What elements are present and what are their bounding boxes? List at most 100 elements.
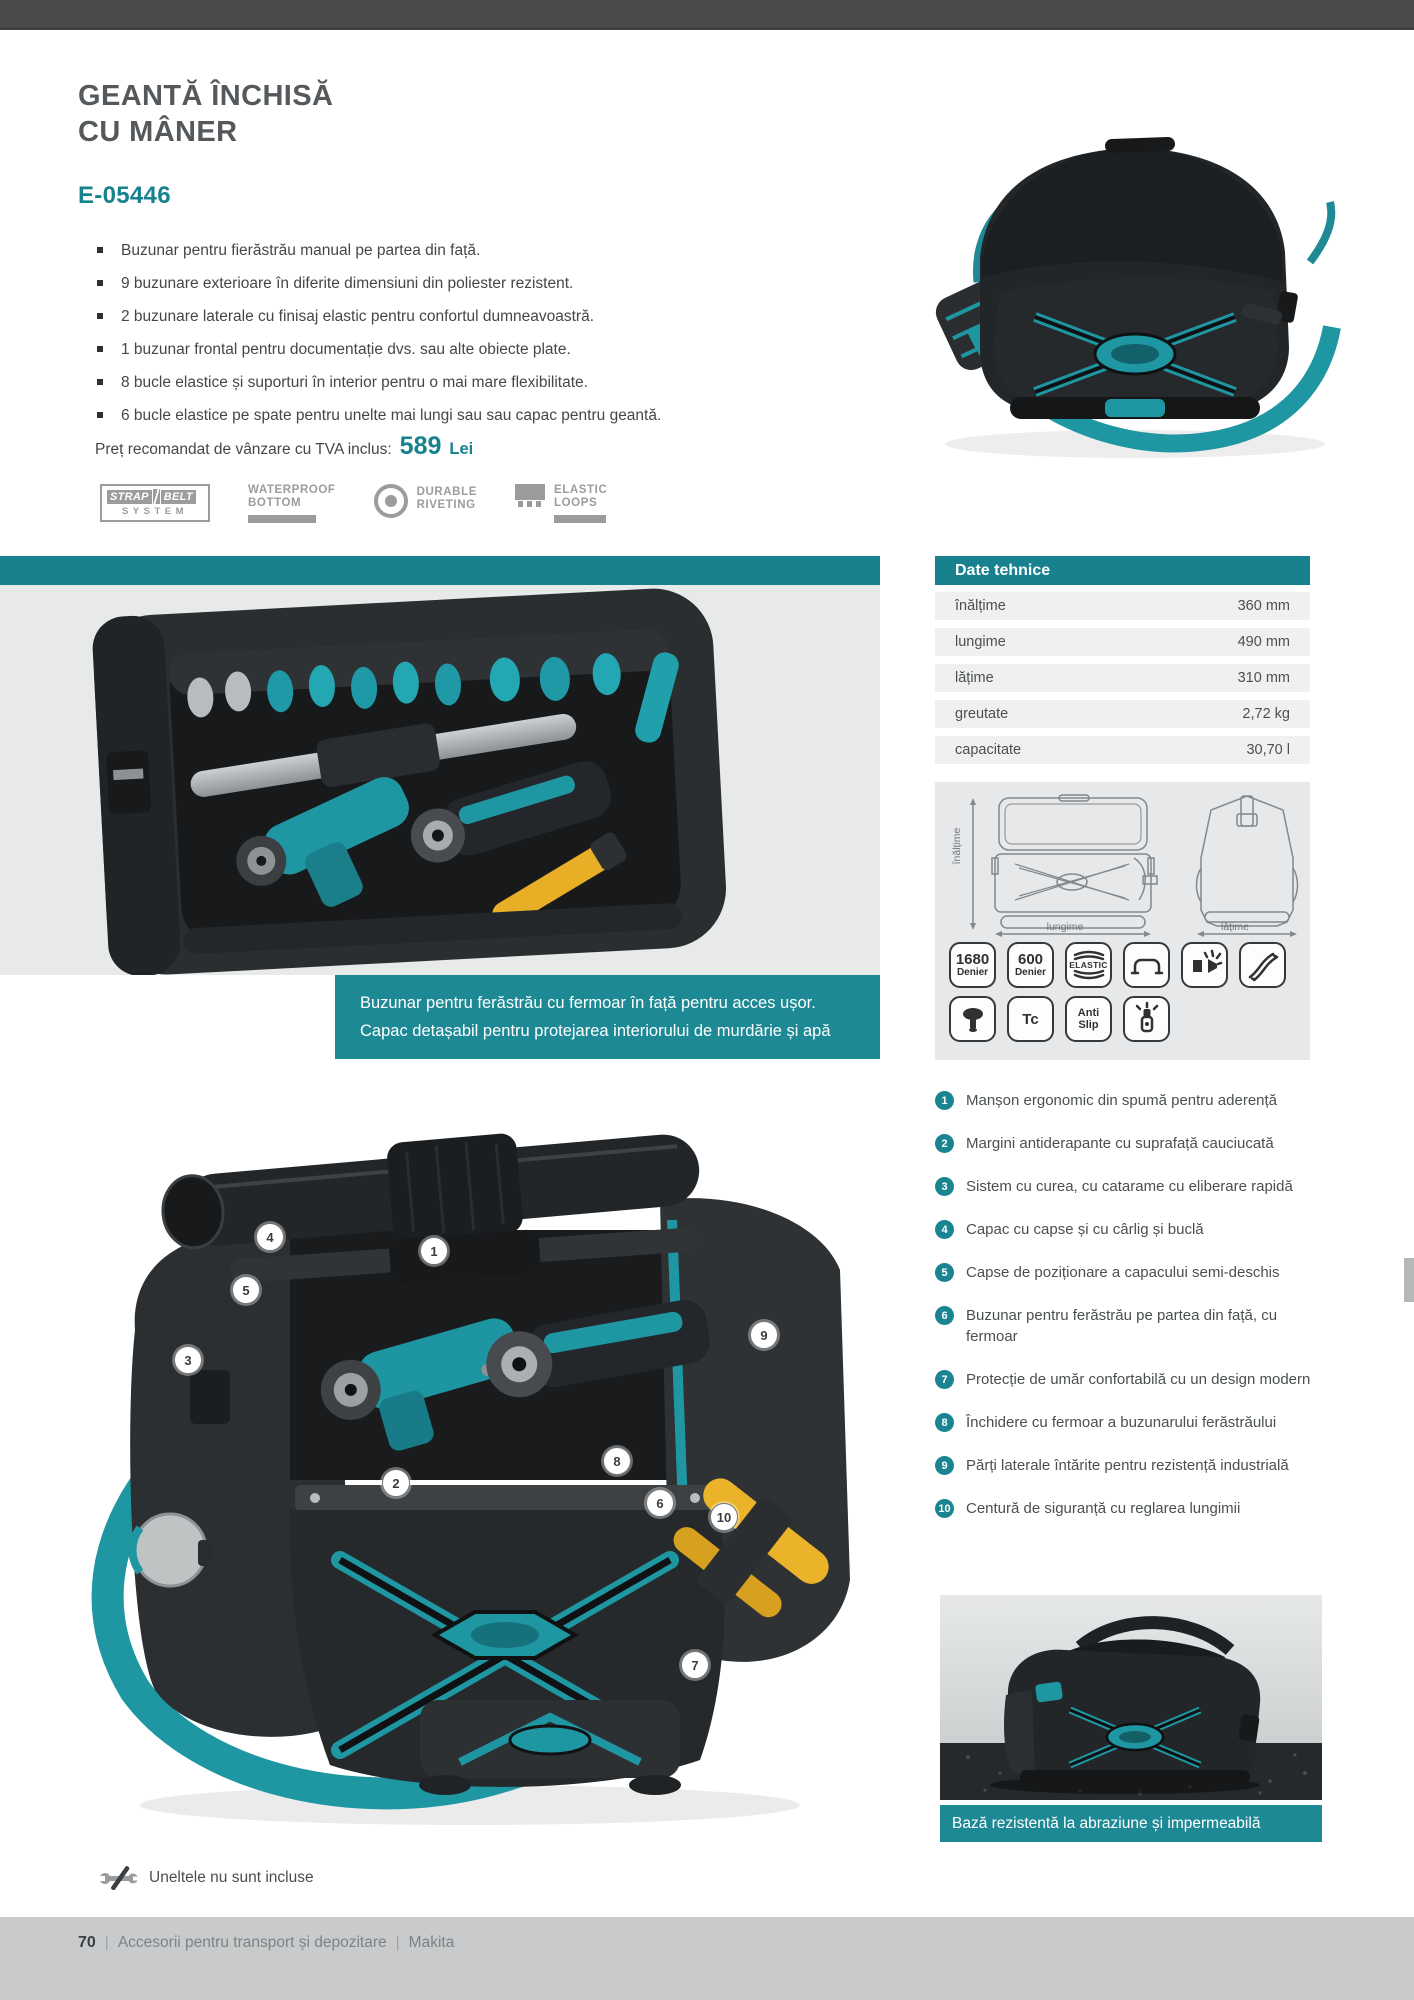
strap-icon bbox=[1248, 952, 1278, 982]
callout-2: 2 bbox=[382, 1469, 410, 1497]
feature-text: Buzunar pentru ferăstrău pe partea din f… bbox=[966, 1307, 1278, 1345]
crossed-wrench-icon bbox=[100, 1866, 139, 1890]
spec-badge-subtext: Denier bbox=[1014, 967, 1047, 978]
callout-6: 6 bbox=[646, 1489, 674, 1517]
feature-text: Sistem cu curea, cu catarame cu eliberar… bbox=[966, 1178, 1293, 1195]
elastic-label: ELASTIC bbox=[553, 484, 608, 496]
callout-9: 9 bbox=[750, 1321, 778, 1349]
page-title-line2: CU MÂNER bbox=[78, 116, 238, 148]
bullet-square-icon bbox=[97, 247, 103, 253]
tech-row: lățime 310 mm bbox=[935, 664, 1310, 692]
feature-item: 4 Capac cu capse și cu cârlig și buclă bbox=[935, 1219, 1335, 1240]
tech-row-value: 310 mm bbox=[1237, 670, 1290, 686]
callout-3: 3 bbox=[174, 1346, 202, 1374]
spec-badge-stud bbox=[949, 996, 996, 1042]
tech-row-label: lățime bbox=[955, 670, 994, 686]
bullet-list: Buzunar pentru fierăstrău manual pe part… bbox=[95, 240, 775, 438]
elastic-loops-icon bbox=[514, 484, 545, 507]
teal-band bbox=[0, 556, 880, 585]
feature-text: Protecție de umăr confortabilă cu un des… bbox=[966, 1371, 1311, 1388]
callout-10: 10 bbox=[710, 1503, 738, 1531]
feature-number-badge: 8 bbox=[935, 1413, 954, 1432]
bullet-item: Buzunar pentru fierăstrău manual pe part… bbox=[95, 240, 775, 261]
waterproof-label: WATERPROOF bbox=[248, 484, 336, 496]
elastic-wave-icon bbox=[1073, 950, 1104, 980]
tech-row-label: greutate bbox=[955, 706, 1009, 722]
bullet-square-icon bbox=[97, 346, 103, 352]
feature-item: 7 Protecție de umăr confortabilă cu un de… bbox=[935, 1369, 1335, 1390]
elastic-bar-icon bbox=[553, 515, 606, 523]
bullet-item: 1 buzunar frontal pentru documentație dv… bbox=[95, 339, 775, 360]
feature-number-badge: 4 bbox=[935, 1220, 954, 1239]
callout-7: 7 bbox=[681, 1651, 709, 1679]
footer-separator-1: | bbox=[104, 1934, 109, 1951]
waterproof-bottom-badge: WATERPROOF BOTTOM bbox=[248, 484, 336, 523]
spec-badge-text: ELASTIC bbox=[1069, 959, 1108, 970]
tech-row-value: 30,70 l bbox=[1246, 742, 1290, 758]
handle-icon bbox=[1130, 958, 1163, 975]
top-bar bbox=[0, 0, 1414, 30]
tools-note-text: Uneltele nu sunt incluse bbox=[149, 1869, 314, 1886]
spec-badge-handle bbox=[1123, 942, 1170, 988]
callout-5: 5 bbox=[232, 1276, 260, 1304]
tech-row: greutate 2,72 kg bbox=[935, 700, 1310, 728]
footer-page-number: 70 bbox=[78, 1934, 96, 1951]
page-edge-tab bbox=[1404, 1258, 1414, 1302]
diagram-height-label: înălțime bbox=[951, 827, 963, 865]
page-title-line1: GEANTĂ ÎNCHISĂ bbox=[78, 80, 334, 112]
tech-table-title: Date tehnice bbox=[935, 556, 1310, 585]
footer-section: Accesorii pentru transport și depozitare bbox=[117, 1934, 387, 1951]
tech-row-value: 2,72 kg bbox=[1242, 706, 1290, 722]
bottom-photo: Bază rezistentă la abraziune și impermea… bbox=[940, 1595, 1322, 1842]
tech-row-value: 490 mm bbox=[1237, 634, 1290, 650]
feature-text: Capac cu capse și cu cârlig și buclă bbox=[966, 1221, 1204, 1238]
strap-label: STRAP bbox=[107, 489, 152, 504]
spec-badge-text: Anti bbox=[1077, 1006, 1100, 1019]
price-value: 589 bbox=[399, 432, 442, 460]
interior-illustration bbox=[92, 588, 726, 975]
diagram-length-label: lungime bbox=[1046, 921, 1084, 933]
bullet-item: 2 buzunare laterale cu finisaj elastic p… bbox=[95, 306, 775, 327]
feature-number-badge: 7 bbox=[935, 1370, 954, 1389]
durable-label: DURABLE bbox=[416, 486, 477, 498]
spec-badge-elastic-wave: ELASTIC bbox=[1065, 942, 1112, 988]
spec-badge-strap bbox=[1239, 942, 1286, 988]
slash-icon bbox=[152, 489, 160, 504]
feature-item: 3 Sistem cu curea, cu catarame cu elibera… bbox=[935, 1176, 1335, 1197]
spec-badge-text: 600 bbox=[1017, 951, 1044, 968]
feature-text: Margini antiderapante cu suprafață cauci… bbox=[966, 1135, 1274, 1152]
zipper-icon bbox=[1135, 1001, 1158, 1033]
strap-belt-system-badge: STRAP BELT SYSTEM bbox=[100, 484, 210, 522]
loops-label: LOOPS bbox=[553, 497, 598, 509]
feature-number-badge: 5 bbox=[935, 1263, 954, 1282]
bullet-square-icon bbox=[97, 412, 103, 418]
diagram-width-label: lățime bbox=[1220, 921, 1249, 933]
spec-badge-text: Tc bbox=[1022, 1010, 1039, 1028]
belt-label: BELT bbox=[160, 489, 196, 504]
bottom-label: BOTTOM bbox=[248, 497, 302, 509]
price-line: Preț recomandat de vânzare cu TVA inclus… bbox=[95, 432, 473, 461]
interior-caption-line1: Buzunar pentru ferăstrău cu fermoar în f… bbox=[360, 994, 816, 1012]
price-currency: Lei bbox=[449, 440, 474, 458]
footer-separator-2: | bbox=[395, 1934, 400, 1951]
bullet-square-icon bbox=[97, 280, 103, 286]
feature-number-badge: 3 bbox=[935, 1177, 954, 1196]
wet-base-illustration bbox=[940, 1595, 1322, 1800]
footer-brand: Makita bbox=[408, 1934, 455, 1951]
bullet-item: 9 buzunare exterioare în diferite dimens… bbox=[95, 273, 775, 294]
footer-bar: 70 | Accesorii pentru transport și depoz… bbox=[0, 1917, 1414, 2000]
spec-badge-zipper bbox=[1123, 996, 1170, 1042]
